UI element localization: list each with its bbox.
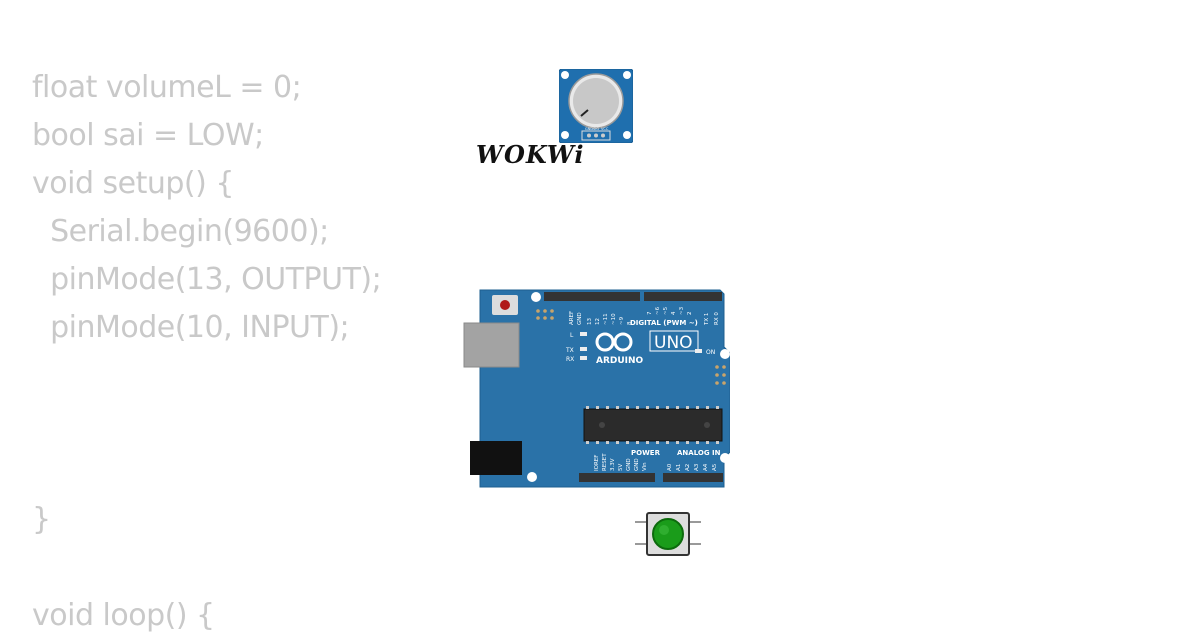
on-label: ON: [706, 349, 715, 356]
pin-2: 2: [687, 312, 693, 316]
pin-3: ~3: [679, 306, 685, 315]
pin-8: 8: [627, 321, 633, 325]
header-bottom-left: [579, 473, 655, 482]
pot-pin-sig: SIG: [593, 127, 599, 131]
arduino-uno-board[interactable]: UNO ARDUINO DIGITAL (PWM ~) POWER ANALOG…: [462, 287, 731, 490]
code-line-12: void loop() {: [32, 598, 215, 633]
board-model-label: UNO: [654, 333, 693, 353]
code-editor-background: float volumeL = 0; bool sai = LOW; void …: [32, 0, 452, 633]
power-jack: [470, 441, 522, 475]
pin-a0: A0: [667, 463, 673, 471]
pushbutton[interactable]: [633, 510, 703, 560]
arduino-infinity-logo: [595, 332, 633, 352]
code-line-3: void setup() {: [32, 166, 234, 201]
header-top-right: [644, 292, 722, 301]
board-brand-label: ARDUINO: [596, 356, 644, 366]
header-top-left: [544, 292, 640, 301]
pin-a4: A4: [703, 463, 709, 471]
code-line-10: }: [32, 502, 51, 537]
pin-5v: 5V: [618, 464, 624, 471]
pin-12: 12: [595, 318, 601, 325]
pin-5: ~5: [663, 306, 669, 315]
code-line-4: Serial.begin(9600);: [32, 214, 329, 249]
pin-a2: A2: [685, 464, 691, 471]
pin-vin: Vin: [642, 462, 648, 471]
tx-led-label: TX: [565, 347, 574, 354]
pin-tx1: TX 1: [704, 313, 710, 326]
pin-11: ~11: [603, 313, 609, 325]
usb-port: [463, 322, 520, 368]
code-line-6: pinMode(10, INPUT);: [32, 310, 350, 345]
pin-a3: A3: [694, 463, 700, 471]
analog-label: ANALOG IN: [677, 449, 721, 457]
pin-6: ~6: [655, 306, 661, 315]
code-line-2: bool sai = LOW;: [32, 118, 264, 153]
digital-label: DIGITAL (PWM ~): [630, 319, 698, 327]
pin-a1: A1: [676, 464, 682, 471]
pin-9: ~9: [619, 316, 625, 325]
pin-ioref: IOREF: [594, 455, 600, 471]
code-line-5: pinMode(13, OUTPUT);: [32, 262, 382, 297]
l-led-label: L: [570, 332, 574, 339]
code-line-1: float volumeL = 0;: [32, 70, 302, 105]
pushbutton-cap: [652, 518, 684, 550]
pin-a5: A5: [712, 463, 718, 471]
pot-pin-vcc: VCC: [601, 127, 609, 131]
pin-7: 7: [647, 311, 653, 315]
header-bottom-right: [663, 473, 723, 482]
pin-4: 4: [671, 311, 677, 315]
pin-gnd-2: GND: [634, 458, 640, 471]
pin-3v3: 3.3V: [610, 458, 616, 471]
pin-13: 13: [587, 318, 593, 325]
power-label: POWER: [631, 449, 661, 457]
potentiometer[interactable]: GND SIG VCC: [558, 68, 634, 144]
pin-reset: RESET: [602, 453, 608, 471]
pin-10: ~10: [611, 313, 617, 325]
pot-pin-gnd: GND: [585, 127, 593, 131]
microcontroller-chip: [583, 408, 723, 442]
wokwi-logo: WOKWi: [476, 140, 585, 169]
pin-rx0: RX 0: [714, 312, 720, 325]
rx-led-label: RX: [566, 356, 574, 363]
pin-gnd-top: GND: [577, 312, 583, 325]
pin-aref: AREF: [569, 311, 575, 325]
pin-gnd-1: GND: [626, 458, 632, 471]
